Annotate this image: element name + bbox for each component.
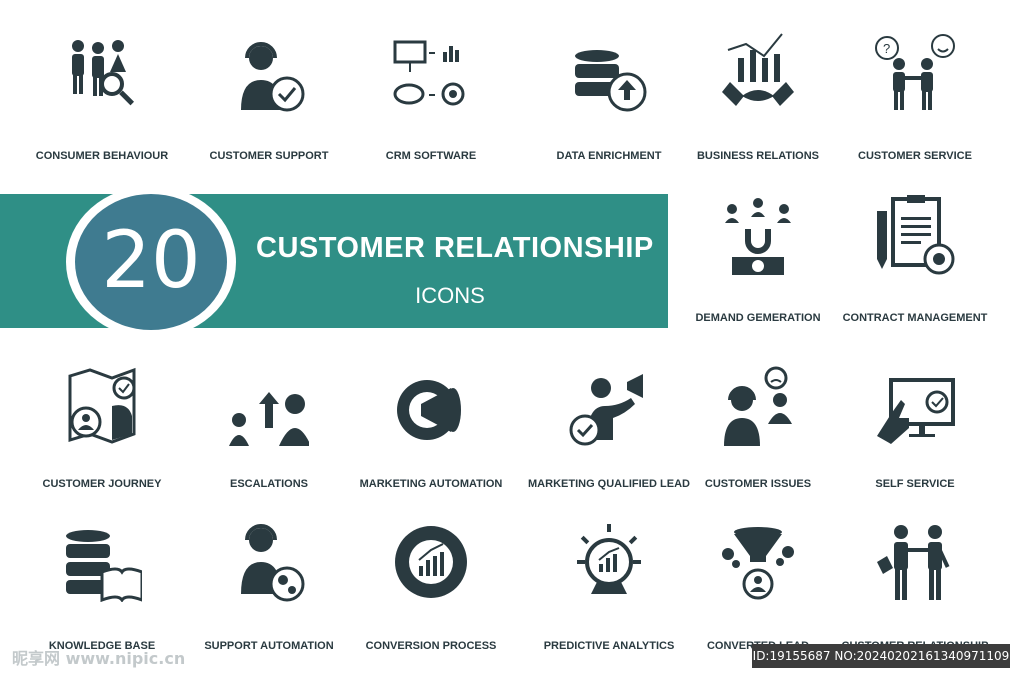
hand-monitor-icon	[877, 378, 955, 444]
icon-label: SELF SERVICE	[875, 478, 955, 490]
count-badge	[75, 194, 227, 330]
banner-title: CUSTOMER RELATIONSHIP	[256, 232, 654, 264]
banner-subtitle: ICONS	[415, 283, 485, 308]
icon-tile-conversion-process: CONVERSION PROCESS	[356, 522, 506, 662]
database-upload-icon	[575, 50, 647, 112]
people-chat-icon: ?	[875, 34, 955, 110]
icon-tile-crm-software: CRM SOFTWARE	[356, 32, 506, 172]
handshake-chart-icon	[722, 33, 794, 106]
gear-megaphone-icon	[397, 380, 461, 440]
icon-tile-customer-support: CUSTOMER SUPPORT	[194, 32, 344, 172]
icon-label: KNOWLEDGE BASE	[48, 640, 156, 652]
watermark-text: 昵享网 www.nipic.cn	[12, 649, 186, 668]
icon-label: CRM SOFTWARE	[385, 150, 477, 162]
icon-tile-converted-lead: CONVERTED LEAD	[683, 522, 833, 662]
people-handshake-icon	[877, 525, 950, 600]
icon-label: CONSUMER BEHAVIOUR	[35, 150, 169, 162]
icon-label: CUSTOMER JOURNEY	[42, 478, 162, 490]
icon-label: CUSTOMER ISSUES	[704, 478, 812, 490]
headset-gears-icon	[241, 524, 305, 602]
svg-text:?: ?	[883, 41, 890, 56]
icon-tile-contract-management: CONTRACT MANAGEMENT	[840, 195, 990, 335]
icon-label: DEMAND GEMERATION	[695, 312, 821, 324]
headset-angry-icon	[724, 366, 792, 446]
clipboard-gear-icon	[877, 195, 955, 275]
crystal-ball-chart-icon	[577, 524, 641, 594]
icon-label: MARKETING QUALIFIED LEAD	[528, 478, 690, 490]
image-id-bar: ID:19155687 NO:20240202161340971109	[752, 644, 1010, 668]
icon-label: DATA ENRICHMENT	[556, 150, 662, 162]
database-book-icon	[66, 530, 142, 602]
icon-tile-marketing-qualified-lead: MARKETING QUALIFIED LEAD	[528, 366, 690, 506]
icon-tile-knowledge-base: KNOWLEDGE BASE	[27, 522, 177, 662]
icon-tile-support-automation: SUPPORT AUTOMATION	[194, 522, 344, 662]
icon-label: BUSINESS RELATIONS	[696, 150, 820, 162]
icon-tile-demand-generation: DEMAND GEMERATION	[683, 195, 833, 335]
icon-tile-customer-issues: CUSTOMER ISSUES	[683, 366, 833, 506]
icon-label: CUSTOMER SERVICE	[858, 150, 972, 162]
person-megaphone-icon	[569, 374, 643, 446]
icon-label: ESCALATIONS	[229, 478, 309, 490]
icon-label: CONVERSION PROCESS	[365, 640, 497, 652]
crm-flow-icon	[393, 40, 465, 106]
icon-tile-business-relations: BUSINESS RELATIONS	[683, 32, 833, 172]
icon-label: CUSTOMER SUPPORT	[209, 150, 329, 162]
people-magnifier-icon	[72, 40, 135, 106]
icon-tile-consumer-behaviour: CONSUMER BEHAVIOUR	[27, 32, 177, 172]
people-arrow-up-icon	[229, 392, 309, 446]
icon-tile-data-enrichment: DATA ENRICHMENT	[534, 32, 684, 172]
magnet-money-icon	[725, 198, 791, 275]
icon-tile-customer-journey: CUSTOMER JOURNEY	[27, 366, 177, 506]
icon-label: MARKETING AUTOMATION	[359, 478, 503, 490]
icon-tile-self-service: SELF SERVICE	[840, 366, 990, 506]
icon-tile-customer-relationship: CUSTOMER RELATIONSHIP	[840, 522, 990, 662]
icon-tile-marketing-automation: MARKETING AUTOMATION	[356, 366, 506, 506]
map-user-icon	[68, 367, 136, 444]
icon-tile-customer-service: ? CUSTOMER SERVICE	[840, 32, 990, 172]
funnel-user-icon	[722, 527, 794, 600]
icon-label: PREDICTIVE ANALYTICS	[543, 640, 675, 652]
icon-tile-predictive-analytics: PREDICTIVE ANALYTICS	[534, 522, 684, 662]
icon-count: 20	[101, 216, 201, 306]
icon-tile-escalations: ESCALATIONS	[194, 366, 344, 506]
icon-label: SUPPORT AUTOMATION	[204, 640, 334, 652]
headset-check-icon	[241, 42, 305, 112]
icon-label: CONTRACT MANAGEMENT	[842, 312, 988, 324]
gear-chart-icon	[395, 526, 467, 598]
